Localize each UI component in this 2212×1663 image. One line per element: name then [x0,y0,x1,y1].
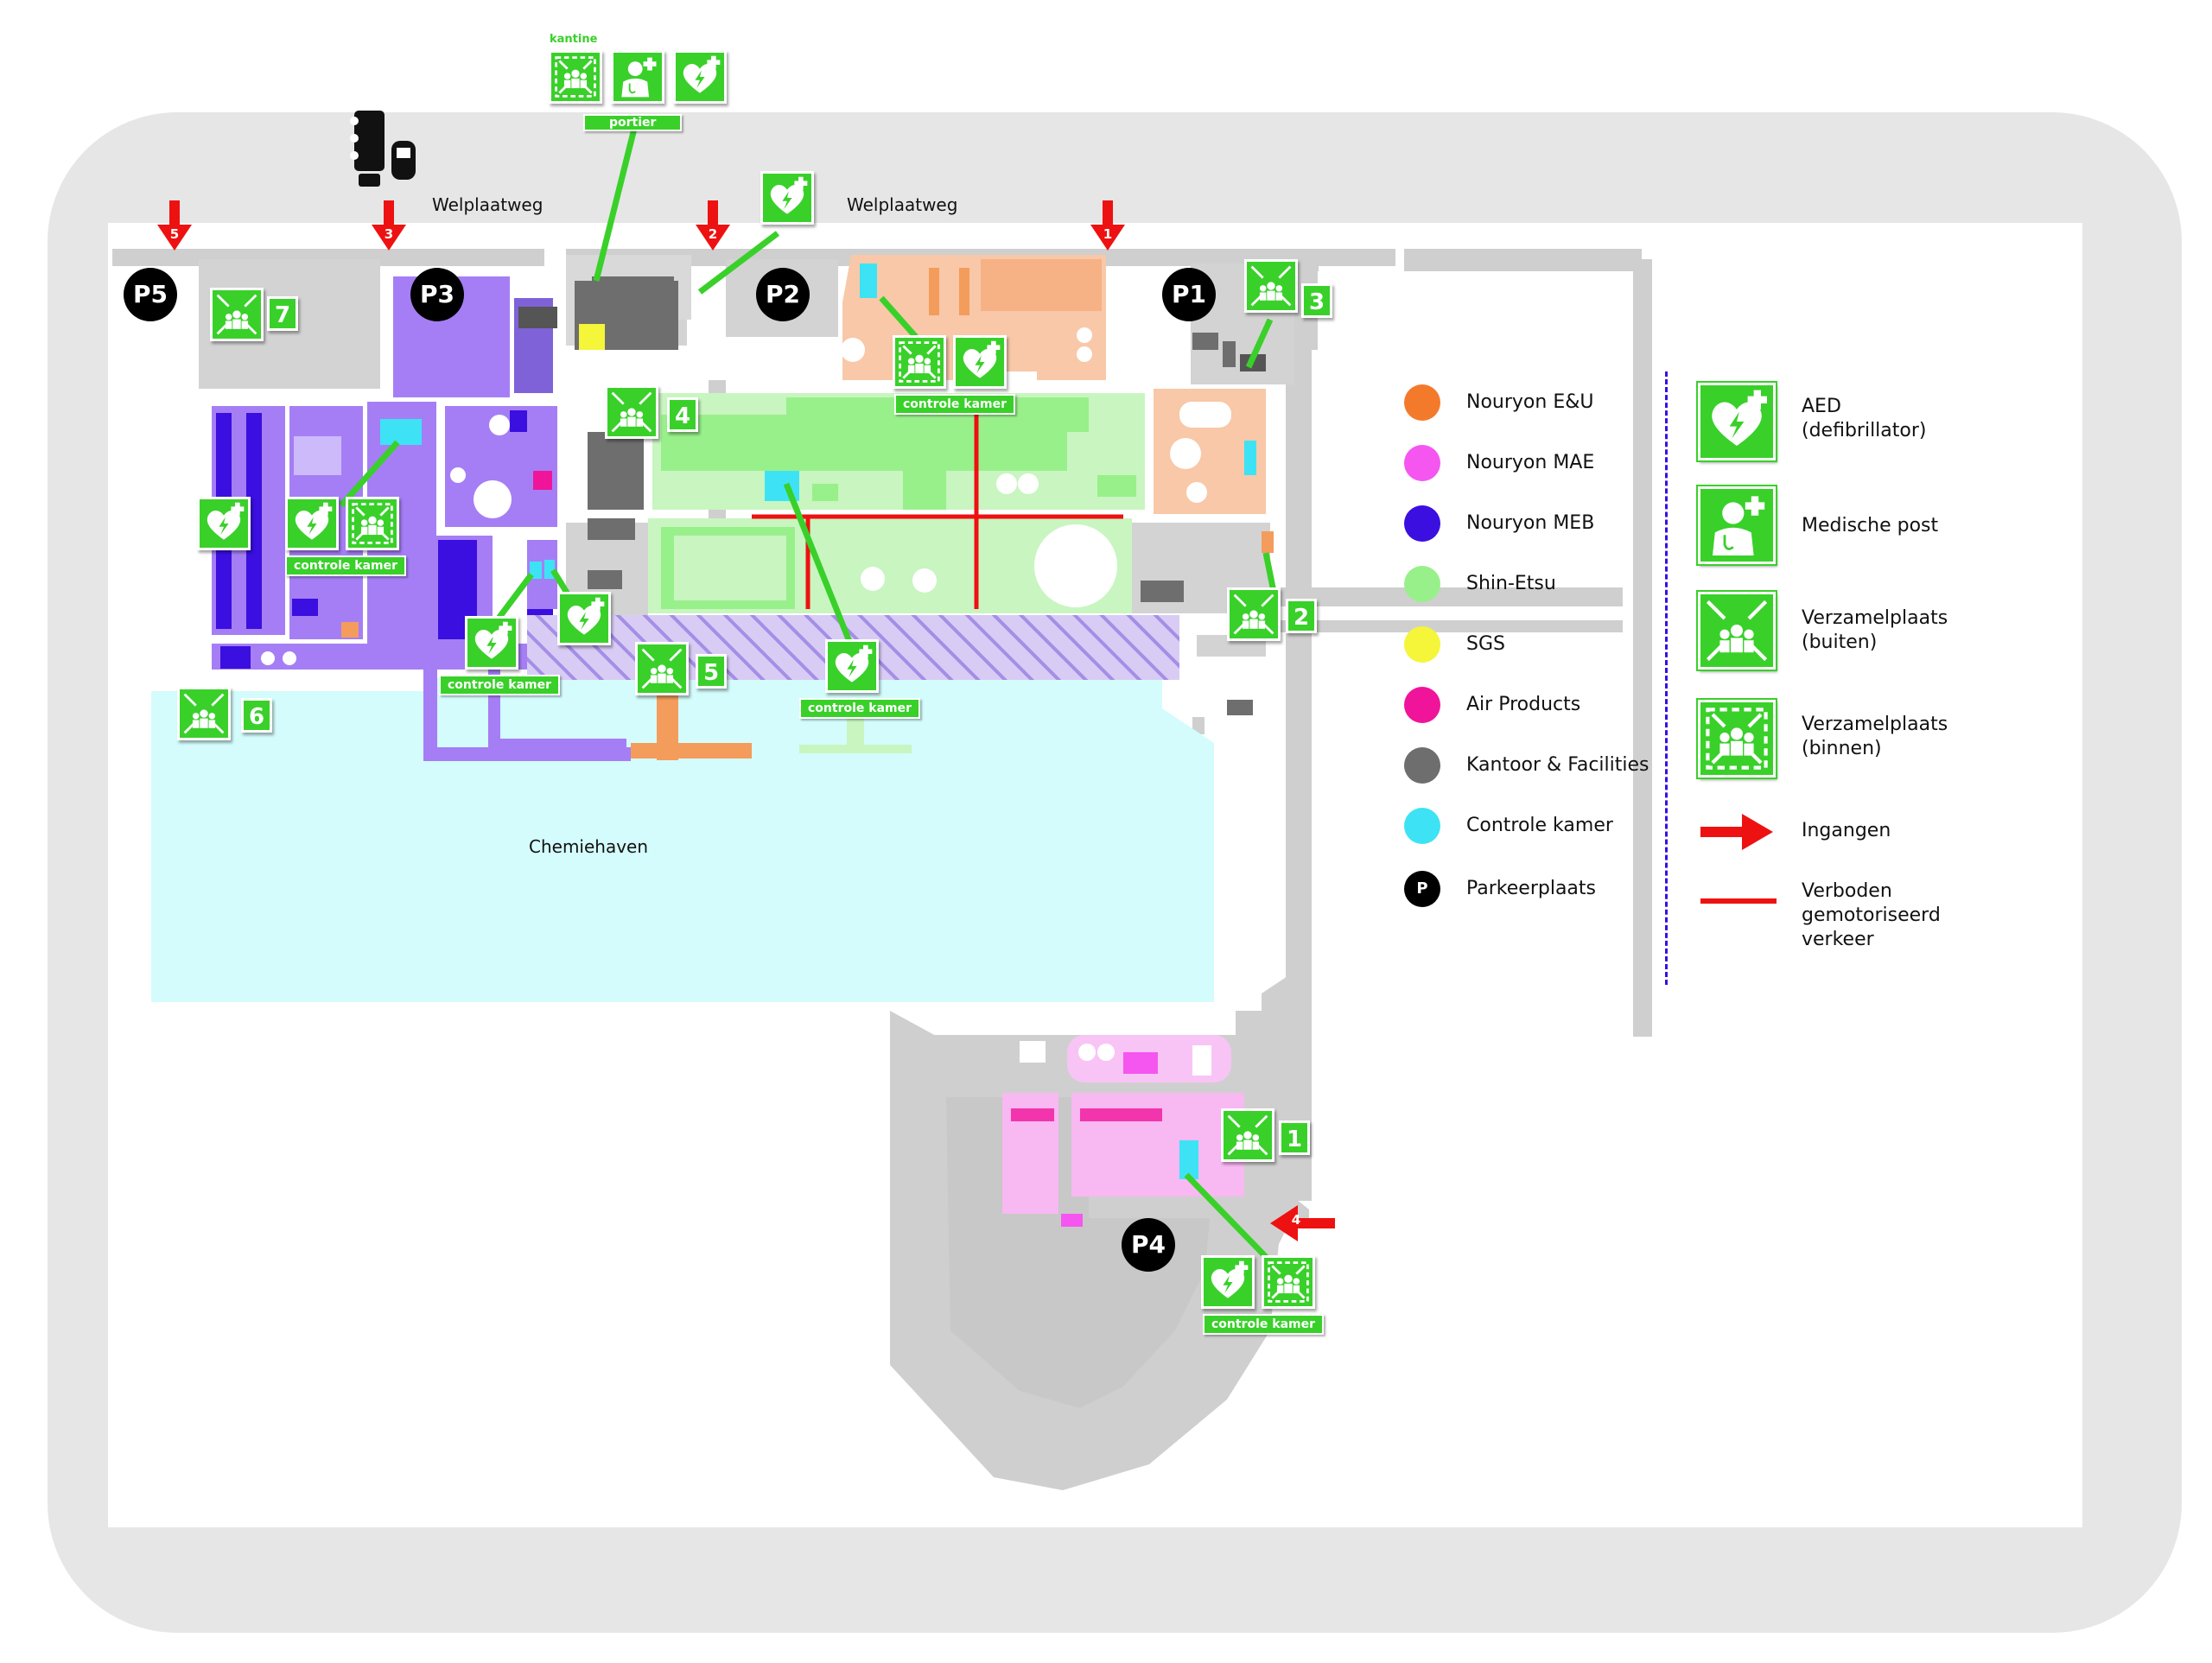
entrance-number-3: 3 [384,226,394,242]
legend-dot-nouryon-meb [1404,505,1440,542]
kantoor-facilities-area [518,255,1266,715]
aed-icon [673,50,727,104]
entrance-number-4: 4 [1291,1212,1301,1228]
legend-divider [1665,371,1668,985]
kantine-label: kantine [550,33,598,46]
entrance-number-2: 2 [708,226,718,242]
entrance-arrow-3 [372,200,406,252]
legend-medical-post-icon [1696,485,1777,566]
parking-p4: P4 [1122,1218,1175,1272]
legend-dot-kantoor-facilities [1404,747,1440,784]
entrance-number-5: 5 [169,226,180,242]
assembly-number-2: 2 [1286,599,1317,633]
assembly-outside-icon [605,385,658,439]
assembly-inside-icon [549,50,602,104]
controle-kamer-label: controle kamer [285,555,407,576]
parking-p1: P1 [1162,268,1216,321]
legend-dot-shin-etsu [1404,566,1440,602]
aed-icon [197,497,251,550]
assembly-outside-icon [1227,587,1281,641]
legend-assembly-inside-icon [1696,698,1777,779]
assembly-outside-icon [177,687,231,740]
entrance-arrow-5 [157,200,192,252]
controle-kamer-label: controle kamer [1203,1314,1325,1335]
street-label-right: Welplaatweg [847,194,958,215]
controle-kamer-label: controle kamer [799,698,921,719]
legend-dot-nouryon-eu [1404,384,1440,421]
truck-icon [350,108,419,190]
assembly-inside-icon [346,497,399,550]
chemiehaven-label: Chemiehaven [529,836,649,857]
controle-kamer-label: controle kamer [439,675,561,695]
aed-icon [465,616,518,670]
aed-icon [760,171,814,225]
legend-assembly-outside-icon [1696,590,1777,671]
legend-dot-sgs [1404,626,1440,663]
legend-dot-parkeerplaats: P [1404,871,1440,907]
legend-label-nouryon-eu: Nouryon E&U [1466,391,1594,413]
legend-label-entrances: Ingangen [1802,820,1891,841]
aed-icon [953,335,1007,389]
assembly-inside-icon [1262,1255,1315,1309]
assembly-outside-icon [635,642,689,695]
assembly-outside-icon [210,288,264,341]
legend-dot-controle-kamer [1404,808,1440,844]
legend-label-parkeerplaats: Parkeerplaats [1466,878,1597,899]
nouryon-mae-area [1002,1035,1244,1227]
assembly-number-4: 4 [667,397,698,432]
legend-dot-nouryon-mae [1404,445,1440,481]
legend-label-assembly-outside: Verzamelplaats (buiten) [1802,607,1948,653]
legend-dot-air-products [1404,687,1440,723]
assembly-number-7: 7 [267,296,298,331]
legend-label-controle-kamer: Controle kamer [1466,815,1613,836]
entrance-arrow-4 [1270,1205,1335,1241]
controle-kamer-label: controle kamer [894,394,1016,415]
parking-p5: P5 [124,268,177,321]
legend-label-shin-etsu: Shin-Etsu [1466,573,1556,594]
portier-label: portier [583,114,683,131]
parking-p3: P3 [410,268,464,321]
legend-label-air-products: Air Products [1466,694,1581,715]
nouryon-eu-area [631,255,1274,760]
entrance-arrow-2 [696,200,730,252]
street-label-left: Welplaatweg [432,194,543,215]
legend-label-assembly-inside: Verzamelplaats (binnen) [1802,714,1948,759]
entrance-number-1: 1 [1103,226,1113,242]
legend-label-kantoor-facilities: Kantoor & Facilities [1466,754,1649,776]
aed-icon [557,592,611,645]
medical-post-icon [611,50,664,104]
parking-p2: P2 [756,268,810,321]
legend-label-aed: AED (defibrillator) [1802,396,1927,441]
legend-no-motor-line [1700,898,1777,904]
legend-label-medical-post: Medische post [1802,515,1939,536]
legend-label-sgs: SGS [1466,633,1505,655]
assembly-outside-icon [1244,259,1298,313]
aed-icon [285,497,339,550]
assembly-number-6: 6 [241,698,272,733]
legend-entrance-arrow-icon [1700,814,1773,850]
legend-label-no-motor-traffic: Verboden gemotoriseerd verkeer [1802,880,1941,950]
assembly-number-1: 1 [1279,1120,1310,1155]
assembly-inside-icon [893,335,946,389]
legend-aed-icon [1696,381,1777,462]
legend-label-nouryon-meb: Nouryon MEB [1466,512,1595,534]
chemiehaven-water [151,678,1214,1002]
aed-icon [825,639,879,693]
entrance-arrow-1 [1090,200,1125,252]
assembly-number-5: 5 [696,654,727,689]
aed-icon [1201,1255,1255,1309]
legend-parking-glyph: P [1416,879,1428,898]
assembly-outside-icon [1221,1108,1274,1162]
assembly-number-3: 3 [1301,283,1332,318]
controle-kamer-blocks [380,419,555,579]
legend-label-nouryon-mae: Nouryon MAE [1466,452,1595,473]
